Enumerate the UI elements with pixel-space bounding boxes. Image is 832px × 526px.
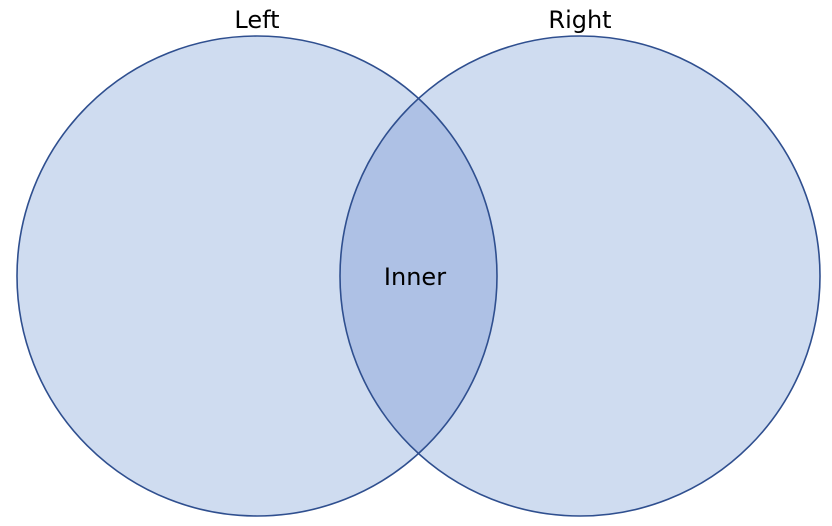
right-circle-outline: [339, 35, 821, 517]
intersection-region: [340, 36, 497, 516]
intersection-label: Inner: [384, 263, 446, 291]
left-set-label: Left: [234, 6, 279, 34]
left-circle-outline: [16, 35, 498, 517]
right-set-label: Right: [548, 6, 611, 34]
